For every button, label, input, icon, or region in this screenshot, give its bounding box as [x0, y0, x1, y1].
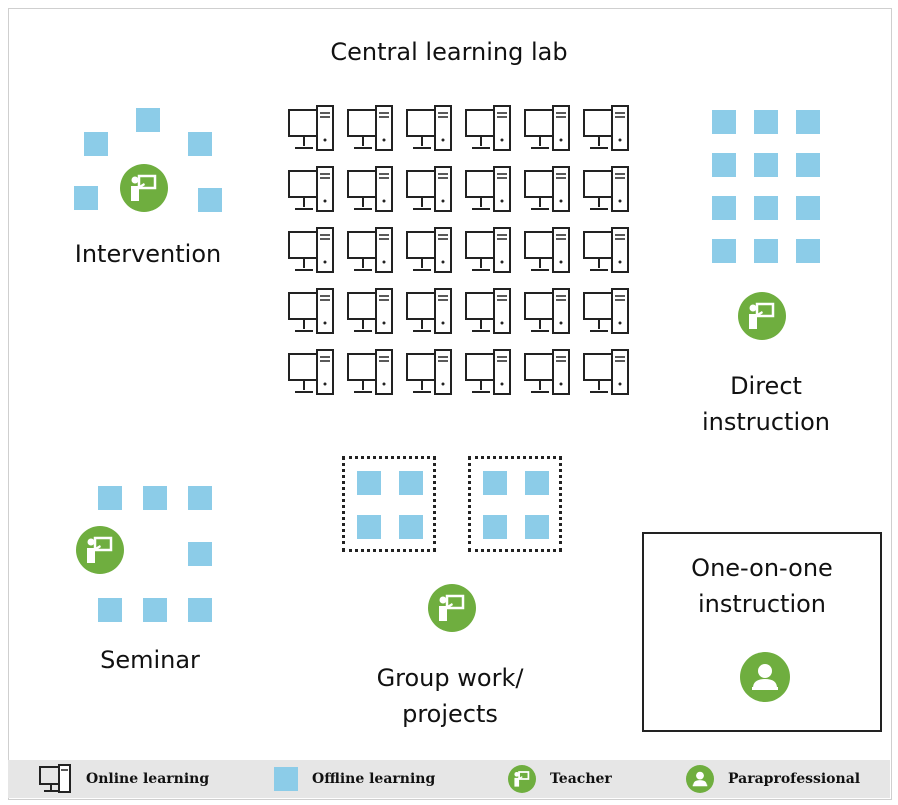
offline-seat	[188, 542, 212, 566]
computer-icon	[464, 165, 516, 215]
teacher-icon	[76, 526, 124, 574]
computer-icon	[287, 348, 339, 398]
computer-icon	[582, 104, 634, 154]
offline-seat	[188, 486, 212, 510]
legend-para-label: Paraprofessional	[728, 771, 861, 787]
computer-icon	[523, 348, 575, 398]
group-pod	[468, 456, 562, 552]
offline-seat	[754, 153, 778, 177]
paraprofessional-icon	[740, 652, 790, 702]
computer-icon	[346, 287, 398, 337]
offline-seat	[796, 110, 820, 134]
person-icon	[686, 765, 714, 793]
offline-square-icon	[274, 767, 298, 791]
offline-seat	[84, 132, 108, 156]
computer-icon	[523, 287, 575, 337]
one-on-one-label: One-on-one instruction	[691, 554, 833, 618]
offline-seat	[98, 486, 122, 510]
direct-instruction-label: Direct instruction	[701, 372, 831, 436]
computer-icon	[346, 226, 398, 276]
computer-icon	[464, 104, 516, 154]
teacher-icon	[508, 765, 536, 793]
computer-icon	[405, 226, 457, 276]
computer-icon	[582, 165, 634, 215]
offline-seat	[198, 188, 222, 212]
offline-seat	[143, 486, 167, 510]
computer-icon	[287, 287, 339, 337]
computer-icon	[287, 226, 339, 276]
computer-icon	[523, 165, 575, 215]
offline-seat	[136, 108, 160, 132]
offline-seat	[525, 471, 549, 495]
group-pod	[342, 456, 436, 552]
offline-seat	[754, 110, 778, 134]
offline-seat	[796, 153, 820, 177]
computer-icon	[346, 348, 398, 398]
intervention-label: Intervention	[74, 240, 222, 268]
computer-icon	[346, 104, 398, 154]
computer-icon	[405, 165, 457, 215]
offline-seat	[712, 239, 736, 263]
page-title: Central learning lab	[330, 38, 568, 66]
computer-icon	[464, 226, 516, 276]
legend: Online learning Offline learning Teacher…	[8, 760, 890, 798]
offline-seat	[525, 515, 549, 539]
computer-icon	[405, 104, 457, 154]
offline-seat	[483, 471, 507, 495]
computer-icon	[582, 287, 634, 337]
legend-teacher: Teacher	[508, 760, 612, 798]
group-work-label: Group work/ projects	[376, 664, 524, 728]
offline-seat	[712, 110, 736, 134]
computer-icon	[464, 287, 516, 337]
legend-offline-label: Offline learning	[312, 771, 436, 787]
computer-icon	[582, 226, 634, 276]
offline-seat	[754, 196, 778, 220]
computer-icon	[287, 104, 339, 154]
computer-icon	[523, 226, 575, 276]
offline-seat	[483, 515, 507, 539]
offline-seat	[399, 471, 423, 495]
offline-seat	[357, 471, 381, 495]
teacher-icon	[428, 584, 476, 632]
computer-icon	[405, 287, 457, 337]
computer-icon	[582, 348, 634, 398]
offline-seat	[188, 598, 212, 622]
teacher-icon	[738, 292, 786, 340]
legend-para: Paraprofessional	[686, 760, 860, 798]
computer-icon	[405, 348, 457, 398]
offline-seat	[796, 239, 820, 263]
legend-online-label: Online learning	[86, 771, 210, 787]
offline-seat	[98, 598, 122, 622]
offline-seat	[754, 239, 778, 263]
teacher-icon	[120, 164, 168, 212]
computer-icon	[287, 165, 339, 215]
offline-seat	[74, 186, 98, 210]
legend-online: Online learning	[38, 760, 209, 798]
offline-seat	[796, 196, 820, 220]
offline-seat	[188, 132, 212, 156]
offline-seat	[143, 598, 167, 622]
offline-seat	[357, 515, 381, 539]
legend-offline: Offline learning	[274, 760, 435, 798]
legend-teacher-label: Teacher	[550, 771, 612, 787]
offline-seat	[399, 515, 423, 539]
computer-icon	[464, 348, 516, 398]
offline-seat	[712, 196, 736, 220]
one-on-one-zone: One-on-one instruction	[642, 532, 882, 732]
seminar-label: Seminar	[100, 646, 200, 674]
computer-icon	[346, 165, 398, 215]
computer-icon	[523, 104, 575, 154]
offline-seat	[712, 153, 736, 177]
computer-icon	[39, 764, 71, 793]
